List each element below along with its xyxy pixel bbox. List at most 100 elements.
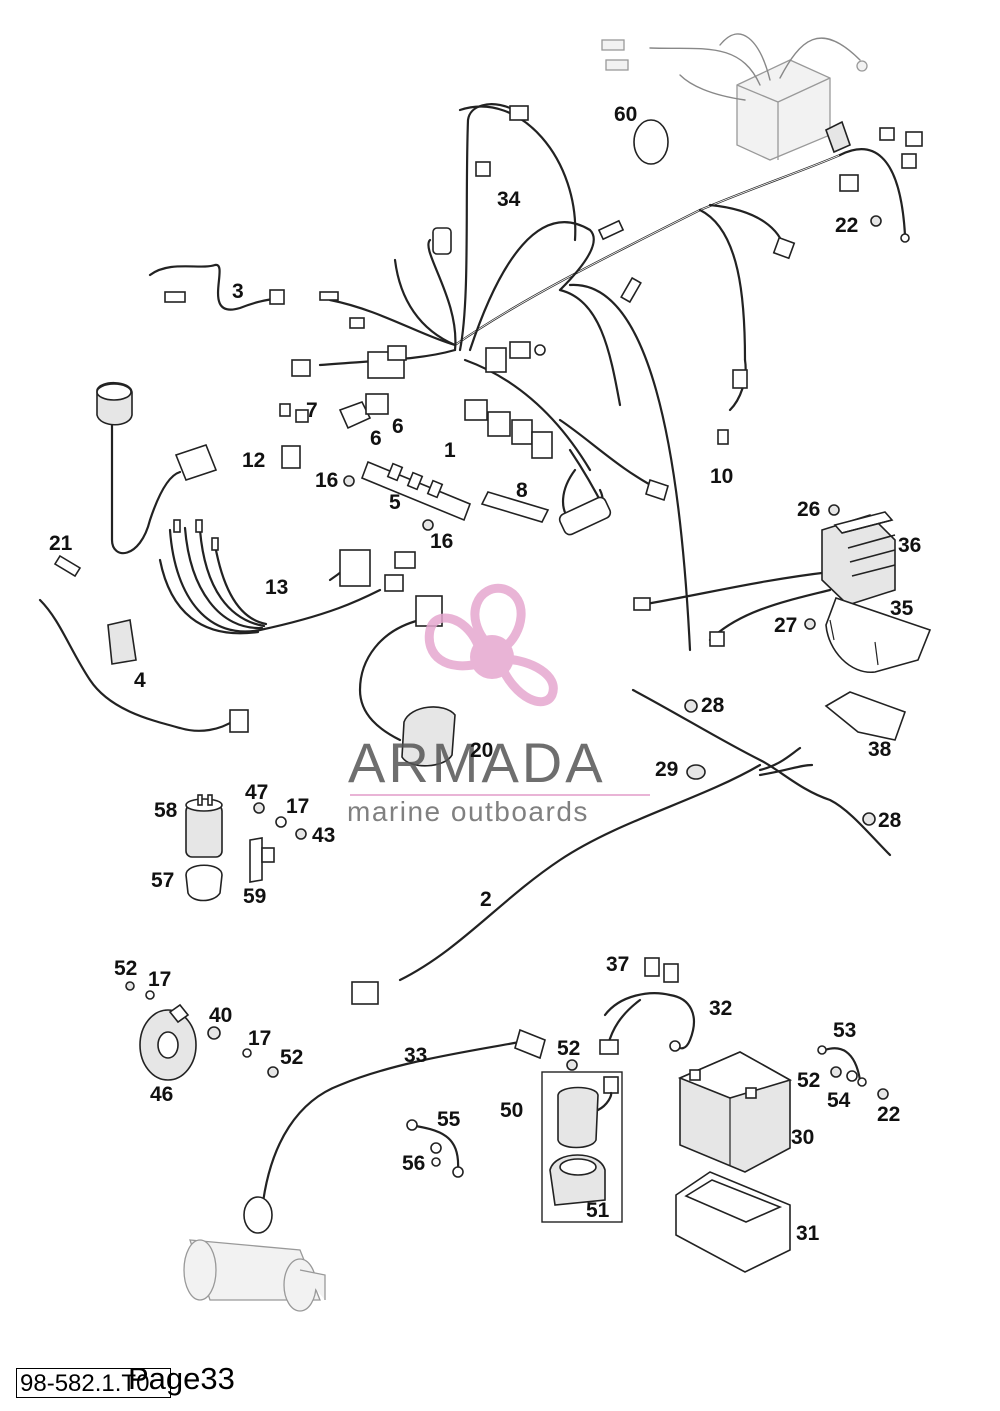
bolt-16b bbox=[422, 519, 434, 531]
starter-relay-box bbox=[541, 1071, 623, 1223]
callout-3: 3 bbox=[232, 280, 244, 303]
callout-6b: 6 bbox=[392, 415, 404, 438]
nut-52b bbox=[267, 1066, 279, 1078]
nut-43 bbox=[295, 828, 307, 840]
page-label: Page33 bbox=[128, 1361, 235, 1396]
callout-35: 35 bbox=[890, 597, 914, 620]
bracket-59 bbox=[249, 837, 275, 883]
callout-54: 54 bbox=[827, 1089, 851, 1112]
callout-20: 20 bbox=[470, 739, 493, 762]
propeller-logo bbox=[424, 583, 558, 707]
sensor-10 bbox=[717, 358, 748, 445]
washer-17a bbox=[275, 816, 287, 828]
regulator-36 bbox=[821, 511, 896, 606]
callout-52: 52 bbox=[114, 957, 137, 980]
callout-17c: 17 bbox=[248, 1027, 271, 1050]
callout-8: 8 bbox=[516, 479, 528, 502]
nut-52a bbox=[125, 981, 135, 991]
cdi-unit bbox=[601, 33, 868, 161]
capacitor-58 bbox=[185, 794, 223, 858]
callout-46: 46 bbox=[150, 1083, 173, 1106]
callout-31: 31 bbox=[796, 1222, 820, 1245]
bolt-16a bbox=[343, 475, 355, 487]
starter-cable-33 bbox=[243, 1028, 546, 1234]
horn-46 bbox=[139, 1003, 197, 1081]
callout-17: 17 bbox=[286, 795, 309, 818]
starter-motor bbox=[183, 1239, 326, 1312]
callout-58: 58 bbox=[154, 799, 178, 822]
watermark-brand: ARMADA bbox=[348, 731, 606, 794]
callout-5: 5 bbox=[389, 491, 401, 514]
relay-holder-5 bbox=[360, 460, 472, 522]
bracket-35 bbox=[825, 596, 932, 673]
callout-36: 36 bbox=[898, 534, 921, 557]
small-parts-cluster bbox=[279, 393, 389, 469]
callout-27: 27 bbox=[774, 614, 797, 637]
callout-2: 2 bbox=[480, 888, 492, 911]
washer-17b bbox=[145, 990, 155, 1000]
callout-28: 28 bbox=[701, 694, 725, 717]
sleeve-8 bbox=[480, 491, 550, 523]
callout-38: 38 bbox=[868, 738, 892, 761]
plate-38 bbox=[824, 691, 907, 741]
callout-53: 53 bbox=[833, 1019, 856, 1042]
callout-4: 4 bbox=[134, 669, 146, 692]
battery-lead-53 bbox=[817, 1045, 867, 1087]
callout-16: 16 bbox=[315, 469, 338, 492]
callout-12: 12 bbox=[242, 449, 265, 472]
coil-cable-4 bbox=[38, 598, 249, 733]
callout-28b: 28 bbox=[878, 809, 902, 832]
callout-17b: 17 bbox=[148, 968, 171, 991]
callout-10: 10 bbox=[710, 465, 733, 488]
bolt-22a bbox=[870, 215, 882, 227]
callout-50: 50 bbox=[500, 1099, 523, 1122]
callout-13: 13 bbox=[265, 576, 288, 599]
callout-47: 47 bbox=[245, 781, 268, 804]
callout-29: 29 bbox=[655, 758, 678, 781]
nut-52d bbox=[830, 1066, 842, 1078]
wiring-bundle-13 bbox=[158, 519, 416, 635]
callout-51: 51 bbox=[586, 1199, 610, 1222]
callout-33: 33 bbox=[404, 1044, 427, 1067]
callout-34: 34 bbox=[497, 188, 521, 211]
bolt-40 bbox=[207, 1026, 221, 1040]
callout-56: 56 bbox=[402, 1152, 425, 1175]
callout-43: 43 bbox=[312, 824, 335, 847]
callout-40: 40 bbox=[209, 1004, 232, 1027]
battery-tray-31 bbox=[675, 1171, 791, 1273]
bolt-22b bbox=[877, 1088, 889, 1100]
starter-relay-20 bbox=[358, 595, 456, 767]
bolt-27 bbox=[804, 618, 816, 630]
callout-labels: 60 34 3 22 1 7 6 6 12 16 5 8 10 16 26 36… bbox=[49, 103, 921, 1245]
nut-56b bbox=[431, 1157, 441, 1167]
callout-16b: 16 bbox=[430, 530, 453, 553]
regulator-lead bbox=[638, 570, 832, 607]
callout-22b: 22 bbox=[877, 1103, 900, 1126]
battery-30 bbox=[677, 1051, 793, 1173]
callout-60: 60 bbox=[614, 103, 637, 126]
armada-watermark: ARMADA marine outboards bbox=[347, 583, 650, 827]
nut-52c bbox=[566, 1059, 578, 1071]
callout-1: 1 bbox=[444, 439, 456, 462]
callout-22: 22 bbox=[835, 214, 858, 237]
clamp-60 bbox=[633, 119, 669, 165]
drawing-code: 98-582.1.T0 bbox=[16, 1368, 171, 1398]
callout-55: 55 bbox=[437, 1108, 461, 1131]
callout-59: 59 bbox=[243, 885, 266, 908]
watermark-tagline: marine outboards bbox=[347, 796, 589, 827]
callout-30: 30 bbox=[791, 1126, 814, 1149]
washer-56 bbox=[430, 1142, 442, 1154]
callout-7: 7 bbox=[306, 399, 318, 422]
callout-52b: 52 bbox=[280, 1046, 303, 1069]
bolt-47 bbox=[253, 802, 265, 814]
clamp-57 bbox=[185, 864, 223, 902]
switch-assembly bbox=[96, 381, 218, 555]
callout-57: 57 bbox=[151, 869, 174, 892]
callout-37: 37 bbox=[606, 953, 629, 976]
callout-52c: 52 bbox=[557, 1037, 580, 1060]
washer-54 bbox=[846, 1070, 858, 1082]
connector-21 bbox=[53, 554, 82, 578]
callout-6: 6 bbox=[370, 427, 382, 450]
